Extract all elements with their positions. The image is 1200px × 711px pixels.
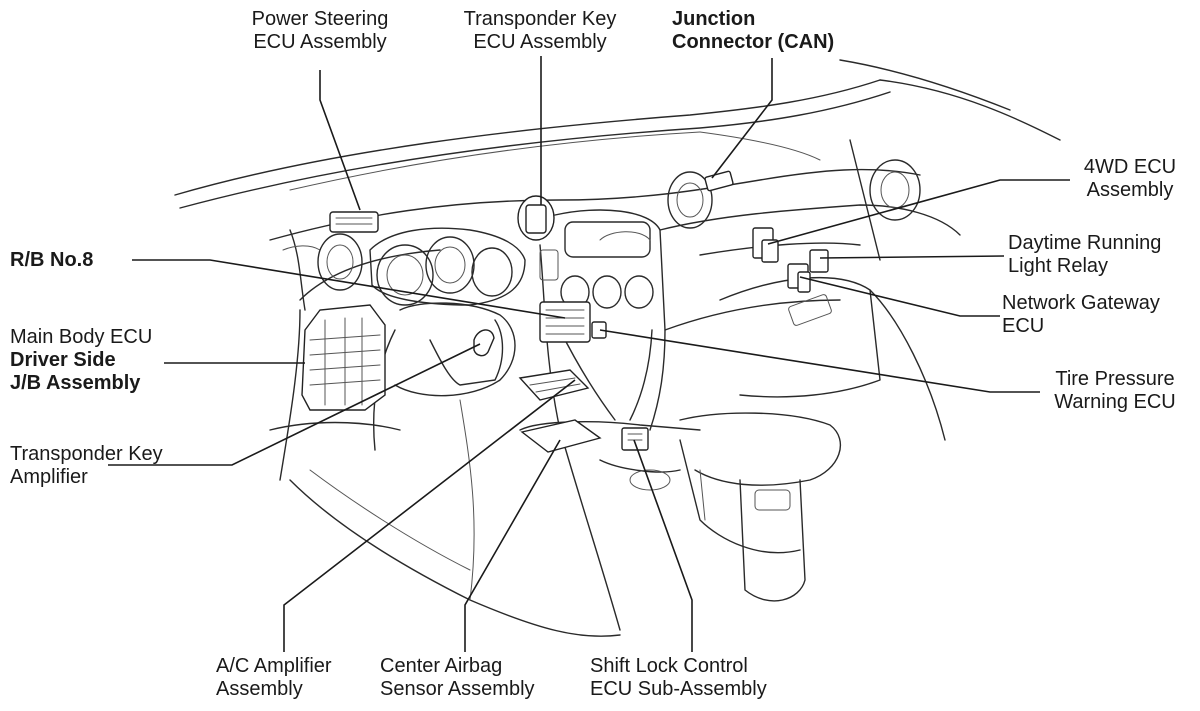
label-line: Center Airbag bbox=[380, 655, 503, 677]
label-line: Main Body ECU bbox=[10, 326, 153, 348]
daytime-relay-part bbox=[809, 249, 829, 273]
label-line: R/B No.8 bbox=[10, 249, 94, 271]
leader-power-steering bbox=[319, 70, 361, 211]
label-line: Shift Lock Control bbox=[590, 655, 748, 677]
label-line: Assembly bbox=[216, 678, 303, 700]
label-line: ECU Sub-Assembly bbox=[590, 678, 767, 700]
transponder-key-ecu-part bbox=[517, 195, 555, 241]
label-power-steering-ecu: Power Steering ECU Assembly bbox=[240, 8, 400, 54]
junction-connector-part bbox=[704, 170, 734, 192]
fourwd-ecu-part bbox=[752, 227, 779, 263]
label-line: Power Steering bbox=[251, 8, 389, 30]
label-line: Network Gateway bbox=[1002, 292, 1160, 314]
label-line: Transponder Key bbox=[463, 8, 617, 30]
leader-airbag bbox=[464, 439, 561, 652]
label-line: Warning ECU bbox=[1054, 391, 1176, 413]
center-airbag-part bbox=[520, 419, 602, 453]
label-daytime-running-light-relay: Daytime Running Light Relay bbox=[1008, 232, 1161, 278]
power-steering-ecu-part bbox=[329, 211, 379, 233]
main-body-ecu-part bbox=[301, 304, 386, 411]
label-line: J/B Assembly bbox=[10, 372, 141, 394]
label-transponder-key-amplifier: Transponder Key Amplifier bbox=[10, 443, 163, 489]
label-line: ECU bbox=[1002, 315, 1045, 337]
leader-daytime bbox=[819, 255, 1005, 259]
label-line: Junction bbox=[672, 8, 756, 30]
label-line: Daytime Running bbox=[1008, 232, 1162, 254]
label-line: Amplifier bbox=[10, 466, 88, 488]
leader-tire-pressure bbox=[599, 329, 1040, 393]
label-line: Tire Pressure bbox=[1055, 368, 1175, 390]
leader-shift-lock bbox=[633, 439, 693, 652]
label-line: Light Relay bbox=[1008, 255, 1109, 277]
label-main-body-ecu: Main Body ECU Driver Side J/B Assembly bbox=[10, 326, 152, 395]
label-4wd-ecu: 4WD ECU Assembly bbox=[1068, 156, 1192, 202]
label-junction-connector: Junction Connector (CAN) bbox=[672, 8, 834, 54]
label-tire-pressure-warning-ecu: Tire Pressure Warning ECU bbox=[1040, 368, 1190, 414]
label-line: ECU Assembly bbox=[253, 31, 387, 53]
label-line: Driver Side bbox=[10, 349, 116, 371]
label-network-gateway-ecu: Network Gateway ECU bbox=[1002, 292, 1160, 338]
leader-network bbox=[799, 276, 1000, 317]
label-line: Sensor Assembly bbox=[380, 678, 535, 700]
rb-no8-part bbox=[539, 301, 607, 343]
label-transponder-key-ecu: Transponder Key ECU Assembly bbox=[450, 8, 630, 54]
label-rb-no8: R/B No.8 bbox=[10, 249, 93, 272]
transponder-key-amplifier-part bbox=[473, 329, 495, 357]
label-shift-lock-control-ecu: Shift Lock Control ECU Sub-Assembly bbox=[590, 655, 767, 701]
shift-lock-part bbox=[621, 427, 649, 451]
label-line: Connector (CAN) bbox=[672, 31, 835, 53]
label-ac-amplifier: A/C Amplifier Assembly bbox=[216, 655, 332, 701]
label-center-airbag-sensor: Center Airbag Sensor Assembly bbox=[380, 655, 535, 701]
leader-junction bbox=[711, 58, 773, 179]
leader-transponder-amp bbox=[108, 343, 481, 466]
leader-rb8 bbox=[132, 259, 566, 319]
label-line: A/C Amplifier bbox=[216, 655, 332, 677]
leader-4wd bbox=[767, 179, 1070, 245]
label-line: ECU Assembly bbox=[473, 31, 607, 53]
label-line: Transponder Key bbox=[10, 443, 163, 465]
label-line: Assembly bbox=[1086, 179, 1174, 201]
ac-amplifier-part bbox=[518, 369, 590, 401]
label-line: 4WD ECU bbox=[1083, 156, 1177, 178]
leader-ac-amp bbox=[283, 379, 576, 652]
